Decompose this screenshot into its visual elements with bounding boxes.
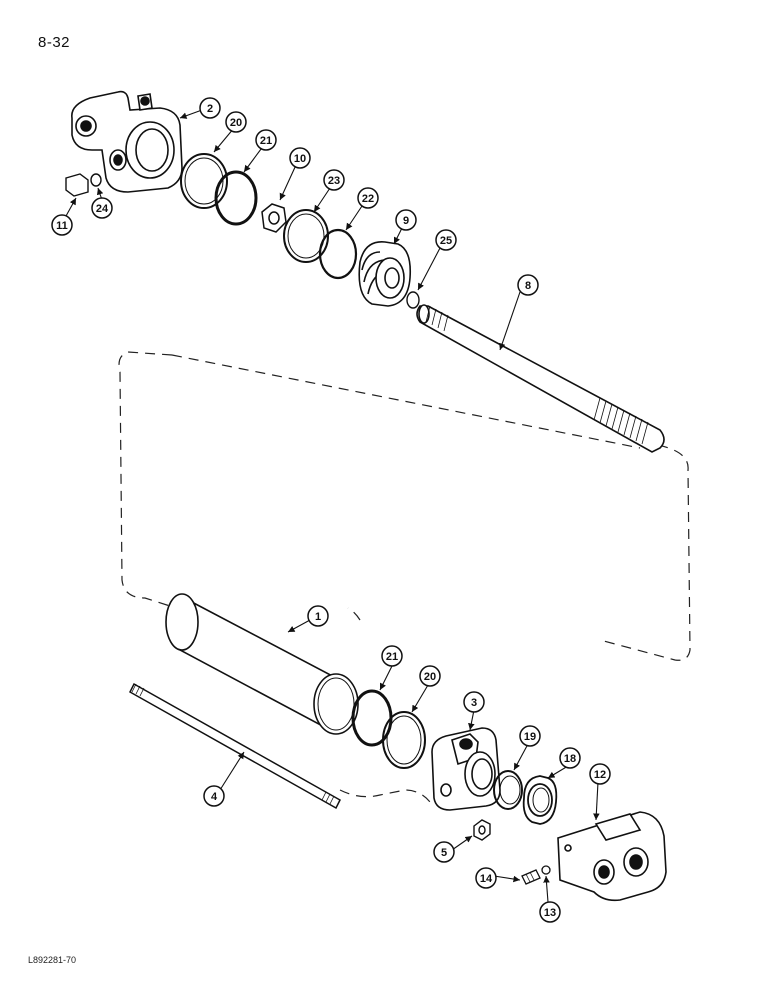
callout-20-upper: 20 [225,111,247,133]
svg-text:23: 23 [328,175,340,187]
assembly-dashed-lower [339,789,431,803]
callout-18: 18 [559,747,581,769]
svg-text:21: 21 [386,651,398,663]
svg-text:19: 19 [524,731,536,743]
svg-text:21: 21 [260,135,272,147]
leader-lines [65,109,600,903]
part-21-o-ring-lower [351,689,393,747]
callout-8: 8 [517,274,539,296]
svg-text:12: 12 [594,769,606,781]
part-19-wiper [493,770,523,810]
callout-14: 14 [475,867,497,889]
svg-text:2: 2 [207,103,213,115]
callout-3: 3 [463,691,485,713]
assembly-dashed-outline [118,351,691,661]
callout-20-lower: 20 [419,665,441,687]
svg-text:10: 10 [294,153,306,165]
callout-24: 24 [91,197,113,219]
callout-23: 23 [323,169,345,191]
svg-text:25: 25 [440,235,452,247]
callout-21-upper: 21 [255,129,277,151]
callout-19: 19 [519,725,541,747]
part-8-piston-rod [416,304,665,453]
svg-text:24: 24 [96,203,109,215]
figure-code: L892281-70 [28,955,77,965]
part-1-cylinder-barrel [165,593,359,735]
part-22-o-ring [318,228,358,280]
svg-text:8: 8 [525,280,531,292]
callout-2: 2 [199,97,221,119]
svg-text:20: 20 [230,117,242,129]
part-23-backup-ring [283,209,329,263]
svg-text:22: 22 [362,193,374,205]
svg-text:13: 13 [544,907,556,919]
part-10-nut [261,203,287,233]
part-3-rod-end-head [431,727,501,811]
callout-10: 10 [289,147,311,169]
callout-21-lower: 21 [381,645,403,667]
svg-text:4: 4 [211,791,218,803]
callout-4: 4 [203,785,225,807]
page-number: 8-32 [38,34,71,51]
part-25-o-ring [406,291,420,309]
part-18-bushing [522,775,558,825]
callout-1: 1 [307,605,329,627]
svg-text:18: 18 [564,753,576,765]
part-2-base-end-cap [71,90,183,193]
part-9-piston [358,241,412,307]
part-13-ball [541,865,551,875]
callout-12: 12 [589,763,611,785]
part-20-backup-ring-lower [382,711,426,769]
part-5-nut [473,819,491,841]
part-4-tie-rod [129,682,341,810]
svg-text:9: 9 [403,215,409,227]
callout-9: 9 [395,209,417,231]
svg-text:3: 3 [471,697,477,709]
callout-13: 13 [539,901,561,923]
callout-11: 11 [51,214,73,236]
svg-text:11: 11 [56,220,68,232]
callout-22: 22 [357,187,379,209]
part-12-clevis [557,811,667,902]
part-14-set-screw [521,869,541,885]
svg-text:14: 14 [480,873,493,885]
callout-5: 5 [433,841,455,863]
svg-text:5: 5 [441,847,447,859]
part-20-backup-ring-upper [180,153,228,209]
svg-text:20: 20 [424,671,436,683]
svg-text:1: 1 [315,611,321,623]
part-11-plug [65,173,89,197]
callout-25: 25 [435,229,457,251]
part-21-o-ring-upper [214,170,258,226]
part-24-o-ring [90,173,102,187]
